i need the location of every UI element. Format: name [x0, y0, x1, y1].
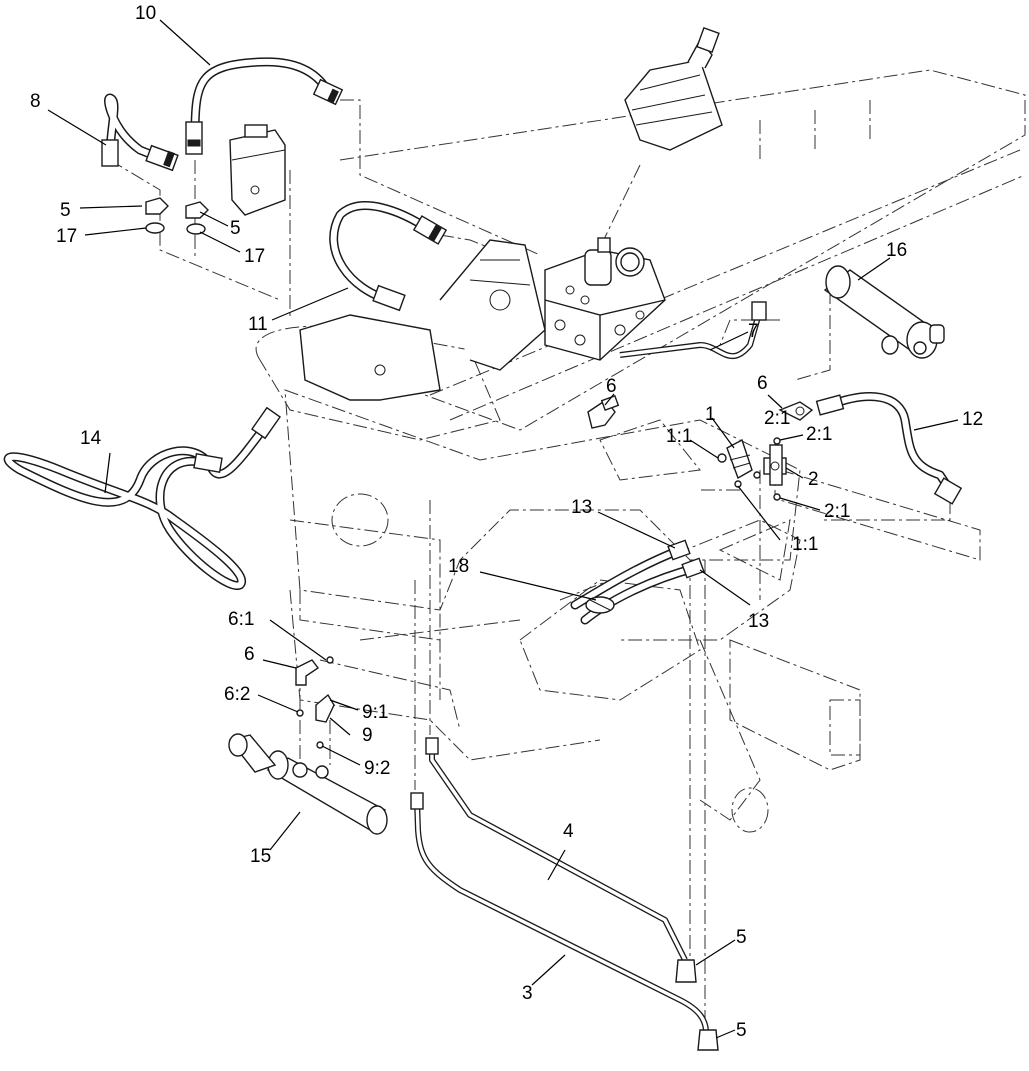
fitting-2-tee: [753, 437, 787, 501]
callout-10: 10: [135, 3, 156, 24]
cylinder-16: [823, 265, 945, 359]
callout-5-d: 5: [736, 1020, 747, 1041]
tube-4: [425, 737, 697, 983]
callout-16: 16: [886, 240, 907, 261]
callout-13-b: 13: [748, 611, 769, 632]
hose-11: [329, 201, 448, 312]
callout-12: 12: [962, 409, 983, 430]
hose-12: [815, 392, 963, 505]
fitting-6-upper: [587, 395, 620, 429]
callout-1-1-a: 1:1: [666, 426, 692, 447]
callout-6-c: 6: [244, 644, 255, 665]
callout-5-c: 5: [736, 927, 747, 948]
callout-5-b: 5: [230, 218, 241, 239]
nut-washer-set-right: [185, 201, 209, 235]
callout-6-1: 6:1: [228, 609, 254, 630]
nut-washer-set-left: [145, 197, 169, 234]
tube-3: [410, 792, 719, 1051]
callout-5-a: 5: [60, 200, 71, 221]
callout-4: 4: [563, 821, 574, 842]
callout-labels: 10 8 5 17 5 17 11 16 7 6 6 12 1 2:1 1:1 …: [30, 3, 983, 1041]
hose-10: [185, 57, 344, 155]
callout-1-1-b: 1:1: [792, 534, 818, 555]
callout-3: 3: [522, 983, 533, 1004]
callout-2: 2: [808, 469, 819, 490]
callout-9-1: 9:1: [362, 702, 388, 723]
callout-1: 1: [705, 404, 716, 425]
cylinder-15: [228, 733, 388, 835]
callout-13-a: 13: [571, 497, 592, 518]
callout-17-b: 17: [244, 246, 265, 267]
clamp-18: [585, 596, 615, 614]
fitting-9: [315, 693, 335, 749]
callout-15: 15: [250, 846, 271, 867]
tube-7: [619, 301, 767, 360]
hydraulic-filter: [624, 26, 723, 151]
callout-6-b: 6: [757, 373, 768, 394]
mount-bracket: [299, 239, 546, 401]
callout-9: 9: [362, 725, 373, 746]
hose-8: [101, 93, 179, 172]
hoses-13: [570, 539, 705, 625]
callout-11: 11: [248, 314, 268, 335]
fitting-6-lower: [295, 656, 334, 717]
callout-2-1-a: 2:1: [764, 408, 790, 429]
callout-8: 8: [30, 91, 41, 112]
vehicle-frame-phantom: [255, 69, 1026, 833]
callout-14: 14: [80, 428, 102, 449]
hydraulic-valve-manifold: [544, 237, 666, 361]
hose-14: [3, 406, 281, 590]
leader-lines: [47, 19, 959, 1039]
hydraulic-pump: [229, 124, 286, 216]
callout-6-a: 6: [606, 376, 617, 397]
callout-18: 18: [448, 556, 469, 577]
callout-9-2: 9:2: [364, 758, 390, 779]
fitting-6-right: [778, 401, 814, 421]
callout-6-2: 6:2: [224, 684, 250, 705]
callout-7: 7: [748, 321, 759, 342]
callout-17-a: 17: [56, 226, 77, 247]
callout-2-1-c: 2:1: [824, 501, 850, 522]
fitting-1-elbow: [717, 438, 753, 488]
callout-2-1-b: 2:1: [806, 424, 832, 445]
